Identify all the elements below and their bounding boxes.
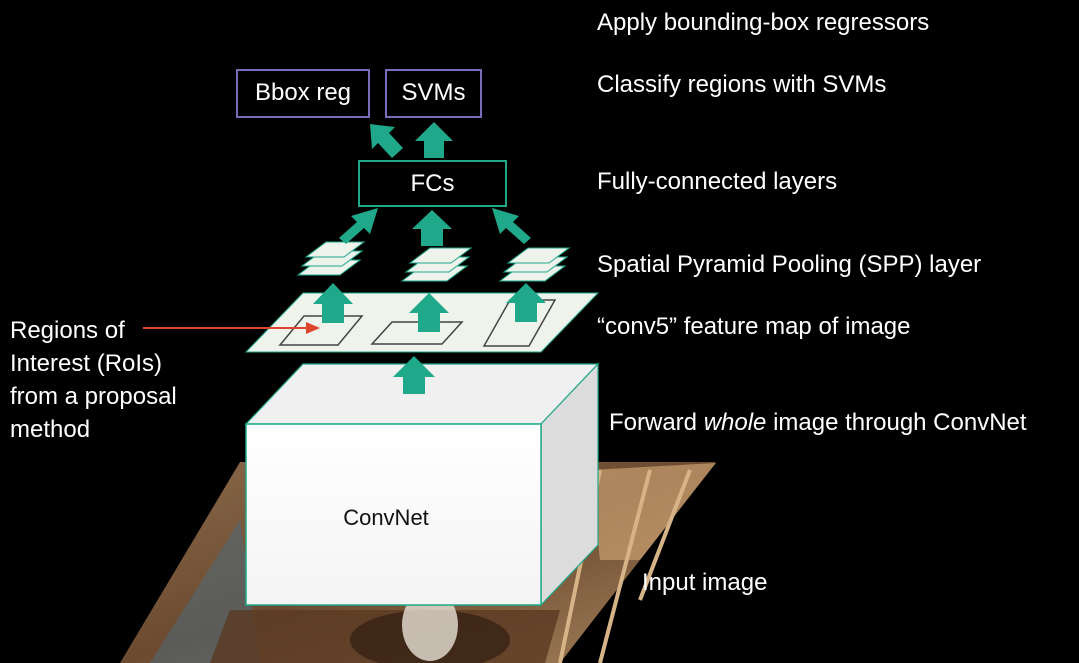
step-input-image: Input image xyxy=(642,569,768,596)
svms-label: SVMs xyxy=(401,79,466,106)
step-forward-pre: Forward xyxy=(609,409,704,436)
convnet-label: ConvNet xyxy=(343,505,429,530)
rois-line-2: Interest (RoIs) xyxy=(10,350,163,377)
arrow-up-spp-right xyxy=(506,283,546,322)
roi-box-3 xyxy=(482,299,557,347)
arrows xyxy=(313,122,546,394)
step-classify-svms: Classify regions with SVMs xyxy=(597,71,887,98)
spp-stack-left xyxy=(296,241,366,276)
arrow-up-spp-left xyxy=(313,283,353,323)
arrow-to-svms xyxy=(415,122,453,158)
convnet-cube xyxy=(244,362,600,607)
rois-line-4: method xyxy=(10,416,91,443)
step-fully-connected: Fully-connected layers xyxy=(597,168,838,195)
spp-stack-right xyxy=(498,247,571,282)
arrow-fc-right xyxy=(492,208,531,244)
arrow-fc-left xyxy=(339,208,378,244)
step-forward: Forward whole image through ConvNet xyxy=(609,408,1027,438)
step-spp-layer: Spatial Pyramid Pooling (SPP) layer xyxy=(597,251,982,278)
rois-line-1: Regions of xyxy=(10,317,125,344)
arrow-fc-center xyxy=(412,210,452,246)
roi-box-1 xyxy=(278,315,364,346)
svms-box xyxy=(385,69,482,118)
fcs-label: FCs xyxy=(410,170,455,197)
bbox-reg-box xyxy=(236,69,370,118)
arrow-up-spp-center xyxy=(409,293,449,332)
step-forward-emphasis: whole xyxy=(703,409,767,436)
bbox-reg-label: Bbox reg xyxy=(254,79,352,106)
rois-line-3: from a proposal xyxy=(10,383,177,410)
roi-pointer-arrow xyxy=(143,322,320,334)
step-apply-regressors: Apply bounding-box regressors xyxy=(597,9,930,36)
rois-label: Regions of Interest (RoIs) from a propos… xyxy=(10,314,210,446)
fcs-box xyxy=(358,160,507,207)
arrow-to-bbox xyxy=(370,124,403,158)
step-conv5: “conv5” feature map of image xyxy=(597,313,911,340)
step-forward-post: image through ConvNet xyxy=(766,409,1027,436)
roi-box-2 xyxy=(370,321,464,345)
arrow-up-convnet xyxy=(393,356,435,394)
spp-stack-center xyxy=(400,247,473,282)
